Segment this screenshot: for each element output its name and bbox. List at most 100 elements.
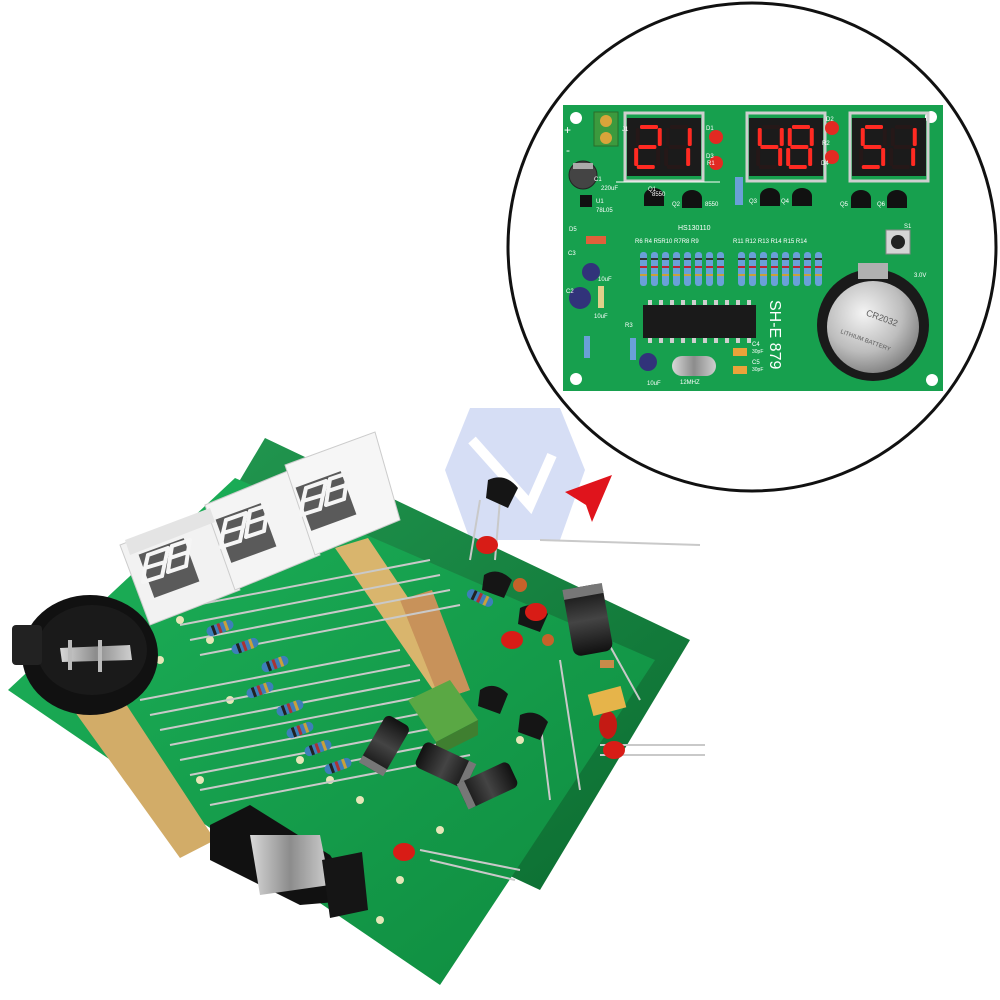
resistor-band (793, 266, 800, 268)
resistor (749, 252, 756, 286)
digit-segment (882, 128, 887, 146)
resistor-band (793, 274, 800, 276)
cap-30pf-label-b: 30pF (752, 367, 763, 373)
resistor (738, 252, 745, 286)
digit-segment (656, 148, 661, 166)
resistor-band (684, 258, 691, 260)
d1-label: D1 (706, 126, 714, 132)
digit-segment (890, 128, 895, 146)
resistor-band (749, 274, 756, 276)
resistor (640, 252, 647, 286)
resistor-band (640, 258, 647, 260)
resistor-band (804, 266, 811, 268)
detail-inset: 21 48 51 (506, 1, 998, 493)
digit-segment (792, 125, 810, 129)
regulator-78l05 (580, 195, 592, 207)
pcb-transistors (644, 188, 907, 208)
resistor-band (815, 274, 822, 276)
display-value: 21 (634, 125, 692, 169)
resistor-band (640, 266, 647, 268)
digit-segment (891, 165, 910, 169)
resistor-band (684, 274, 691, 276)
display-value: 48 (756, 125, 814, 169)
digit-segment (861, 165, 880, 169)
digit-segment (860, 128, 865, 146)
resistor (673, 252, 680, 286)
q6-label: Q6 (877, 202, 886, 208)
d3-label: D3 (706, 154, 714, 160)
resistor-band (651, 274, 658, 276)
resistor-band (717, 266, 724, 268)
resistor-band (695, 266, 702, 268)
display-value: 51 (859, 125, 917, 169)
resistor (793, 252, 800, 286)
resistor (651, 252, 658, 286)
digit-segment (911, 148, 916, 166)
resistor-band (662, 274, 669, 276)
resistor-band (651, 258, 658, 260)
resistor-band (673, 266, 680, 268)
small-parts (513, 578, 627, 717)
digit-segment (657, 128, 662, 146)
digit-segment (881, 148, 886, 166)
cap-10uf-label-b: 10uF (594, 314, 608, 320)
resistor (706, 252, 713, 286)
j1-label: J1 (622, 127, 629, 133)
c5-label: C5 (752, 360, 760, 366)
resistor-band (782, 266, 789, 268)
q2-label: Q2 (672, 202, 681, 208)
resistor-band (749, 266, 756, 268)
resistor-band (662, 258, 669, 260)
resistor-row-left-label: R6 R4 R5R10 R7R8 R9 (635, 239, 699, 245)
digit-segment (634, 148, 639, 166)
resistor-band (815, 266, 822, 268)
resistor-band (804, 274, 811, 276)
resistor-band (815, 258, 822, 260)
digit-segment (809, 128, 814, 146)
resistor-band (749, 258, 756, 260)
digit-segment (762, 125, 780, 129)
digit-segment (638, 145, 657, 149)
transistor-type-label-b: 8550 (705, 202, 719, 208)
resistor-band (717, 258, 724, 260)
digit-segment (665, 128, 670, 146)
r2-label: R2 (822, 141, 830, 147)
resistor-band (782, 258, 789, 260)
resistors (206, 589, 494, 775)
crystal-label: 12MHZ (680, 380, 700, 386)
cap-220uf-label: 220uF (601, 186, 618, 192)
c2-label: C2 (566, 289, 574, 295)
digit-segment (756, 148, 761, 166)
digit-segment (808, 148, 813, 166)
digit-segment (859, 148, 864, 166)
electrolytic-capacitors (358, 583, 613, 810)
digit-segment (670, 125, 688, 129)
coin-battery-holder (12, 595, 158, 715)
digit-segment (687, 128, 692, 146)
transistor-type-label-a: 8550 (652, 192, 666, 198)
digit-segment (636, 165, 655, 169)
resistor (771, 252, 778, 286)
q1-label: Q1 (648, 187, 657, 193)
s1-label: S1 (904, 224, 912, 230)
digit-segment (893, 145, 912, 149)
resistor-band (760, 274, 767, 276)
digit-segment (865, 125, 883, 129)
capacitor-c5 (639, 353, 657, 371)
diy-clock-kit (8, 431, 705, 985)
digit-segment (787, 128, 792, 146)
resistor-band (684, 266, 691, 268)
resistor-band (706, 266, 713, 268)
board-model-label: SH-E 879 (766, 300, 783, 369)
digit-segment (758, 165, 777, 169)
resistor (815, 252, 822, 286)
resistor-band (738, 266, 745, 268)
r1-label: R1 (707, 161, 715, 167)
resistor-band (738, 258, 745, 260)
resistor (717, 252, 724, 286)
digit-segment (889, 148, 894, 166)
digits-layer: 21 48 51 (634, 125, 917, 169)
cap-10uf-label-a: 10uF (598, 277, 612, 283)
resistor (662, 252, 669, 286)
resistor-band (695, 274, 702, 276)
